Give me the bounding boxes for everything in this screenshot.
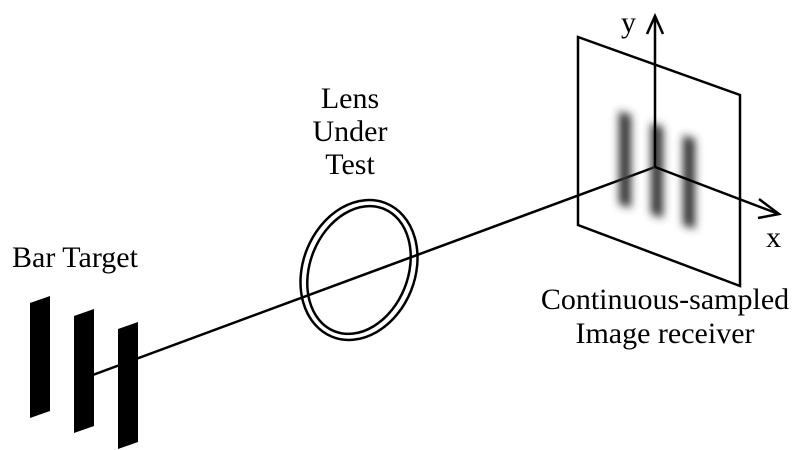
target-bar-1 [30, 296, 50, 418]
x-axis-label: x [766, 221, 781, 254]
receiver-label-line2: Image receiver [575, 317, 754, 350]
lens-label-line2: Under [313, 115, 388, 148]
lens-label-line3: Test [325, 148, 375, 181]
target-bar-2 [74, 309, 94, 433]
optical-axis-line [89, 165, 656, 378]
y-axis-arrowhead [645, 12, 665, 35]
lens-label-line1: Lens [321, 82, 379, 115]
lens [299, 198, 419, 342]
target-bar-3 [118, 322, 138, 449]
blurred-bar-1 [619, 111, 631, 208]
y-axis-label: y [621, 6, 636, 39]
blurred-bar-image [619, 111, 695, 229]
lens-inner-ring [306, 204, 412, 336]
blurred-bar-3 [683, 135, 695, 229]
coordinate-axes [645, 12, 783, 220]
lens-outer-ring [299, 198, 419, 342]
bar-target [30, 296, 138, 449]
x-axis-arrowhead [757, 198, 783, 220]
x-axis-line [654, 165, 777, 215]
bar-target-label: Bar Target [12, 241, 139, 274]
image-receiver-plane [576, 35, 742, 288]
receiver-label-line1: Continuous-sampled [541, 283, 789, 316]
